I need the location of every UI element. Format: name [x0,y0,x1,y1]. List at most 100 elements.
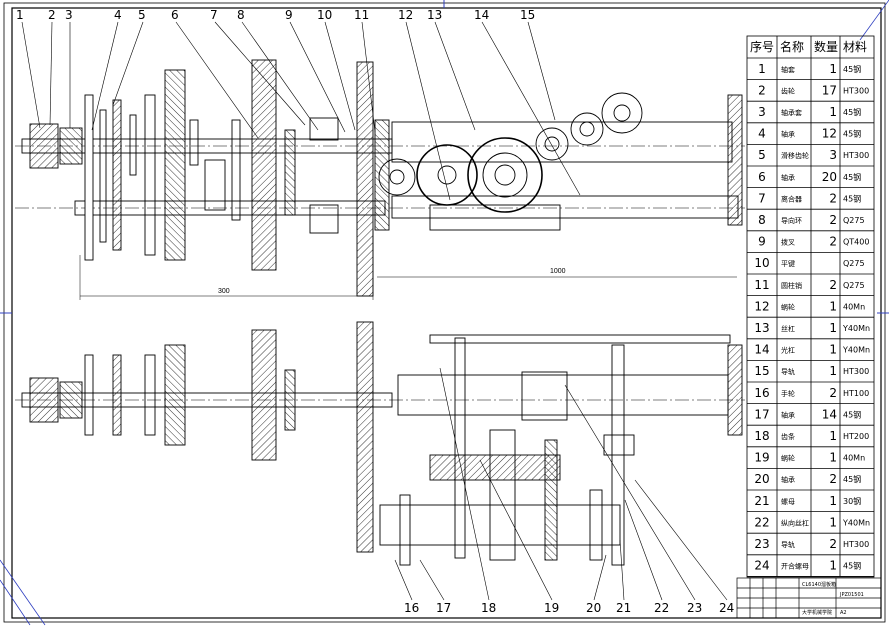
dimension-300: 300 [218,288,230,295]
bom-row-qty: 1 [829,494,837,508]
bom-row-name: 导轨 [781,367,795,376]
bom-row-qty: 2 [829,537,837,551]
callout-20: 20 [586,601,601,615]
bom-row-qty: 1 [829,321,837,335]
leader-lines [21,21,728,601]
callout-19: 19 [544,601,559,615]
bom-row-material: 40Mn [843,302,865,311]
callout-7: 7 [210,8,218,22]
bom-row-qty: 1 [829,451,837,465]
bom-row-no: 8 [758,213,766,227]
bom-row-qty: 1 [829,364,837,378]
bom-header-1: 名称 [780,39,804,54]
bom-row-no: 19 [754,451,769,465]
bom-row-no: 11 [754,278,769,292]
bom-row-no: 20 [754,472,769,486]
bom-header-2: 数量 [814,39,838,54]
bom-row-no: 15 [754,364,769,378]
bom-row-name: 滑移齿轮 [781,151,809,160]
bom-row-name: 轴套 [781,65,795,74]
bom-header-0: 序号 [750,39,774,54]
bom-row-qty: 1 [829,62,837,76]
dimension-1000: 1000 [550,268,566,275]
gear-stack [84,59,339,271]
bom-row-name: 轴承套 [781,108,802,117]
gear-train [378,92,643,231]
callout-24: 24 [719,601,734,615]
bom-row-material: 45钢 [843,561,861,571]
bom-row-qty: 2 [829,235,837,249]
bom-row-material: 45钢 [843,172,861,182]
bom-row-no: 1 [758,62,766,76]
callout-23: 23 [687,601,702,615]
callout-10: 10 [317,8,332,22]
bom-row-name: 圆柱销 [781,281,802,290]
part-callouts-top: 1 2 3 4 5 6 7 8 9 10 11 12 13 14 15 [16,8,535,22]
bom-row-name: 导向环 [781,216,802,225]
bom-header-3: 材料 [843,40,867,54]
callout-8: 8 [237,8,245,22]
bom-row-material: Q275 [843,216,865,225]
part-callouts-bottom: 16 17 18 19 20 21 22 23 24 [404,601,734,615]
bom-row-material: 30钢 [843,496,861,506]
title-block [736,577,882,619]
bom-row-name: 齿条 [781,432,795,441]
bom-row-material: 45钢 [843,64,861,74]
bom-row-material: Y40Mn [842,518,870,527]
bom-row-no: 2 [758,83,766,97]
bom-row-material: 45钢 [843,193,861,203]
callout-16: 16 [404,601,419,615]
bom-row-no: 22 [754,515,769,529]
bom-row-name: 蜗轮 [781,454,795,463]
callout-4: 4 [114,8,122,22]
bom-row-qty: 3 [829,148,837,162]
bom-row-no: 13 [754,321,769,335]
bom-row-qty: 20 [822,170,837,184]
callout-17: 17 [436,601,451,615]
bom-row-material: QT400 [843,238,869,247]
callout-13: 13 [427,8,442,22]
bom-row-no: 5 [758,148,766,162]
bom-row-no: 6 [758,170,766,184]
bom-row-no: 3 [758,105,766,119]
bom-row-no: 18 [754,429,769,443]
bom-row-no: 10 [754,256,769,270]
bom-row-no: 21 [754,494,769,508]
callout-12: 12 [398,8,413,22]
bom-row-qty: 1 [829,343,837,357]
callout-3: 3 [65,8,73,22]
bom-row-name: 离合器 [781,194,802,203]
callout-1: 1 [16,8,24,22]
callout-22: 22 [654,601,669,615]
callout-2: 2 [48,8,56,22]
bom-row-material: HT300 [843,540,869,549]
bom-row-material: Q275 [843,259,865,268]
bom-row-no: 4 [758,127,766,141]
callout-5: 5 [138,8,146,22]
bom-row-qty: 2 [829,191,837,205]
bom-row-material: Q275 [843,281,865,290]
bom-row-qty: 17 [822,83,837,97]
callout-11: 11 [354,8,369,22]
bom-row-material: HT300 [843,151,869,160]
bom-row-qty: 2 [829,213,837,227]
bom-row-no: 12 [754,299,769,313]
bom-row-material: Y40Mn [842,324,870,333]
bom-row-no: 14 [754,343,769,357]
bom-row-qty: 2 [829,472,837,486]
bom-row-qty: 2 [829,278,837,292]
bom-row-qty: 1 [829,515,837,529]
callout-6: 6 [171,8,179,22]
bom-row-name: 开合螺母 [781,562,809,571]
bom-row-no: 7 [758,191,766,205]
callout-18: 18 [481,601,496,615]
bom-row-qty: 1 [829,559,837,573]
bom-row-qty: 1 [829,429,837,443]
bom-row-no: 16 [754,386,769,400]
bom-row-no: 9 [758,235,766,249]
bom-row-name: 轴承 [781,173,795,182]
sheet-size: A2 [840,610,847,616]
